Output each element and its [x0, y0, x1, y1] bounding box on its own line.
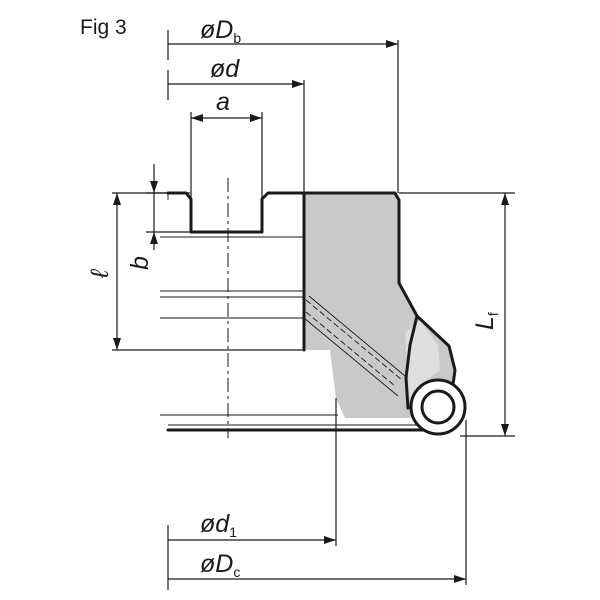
dim-d: ød [168, 55, 305, 193]
svg-text:ℓ: ℓ [86, 269, 114, 279]
dim-Db: øDb [168, 16, 399, 193]
svg-text:ød: ød [210, 55, 240, 83]
cutter-body [304, 193, 455, 418]
dim-l: ℓ [86, 192, 304, 351]
svg-text:øDc: øDc [200, 550, 240, 580]
dim-b: b [126, 164, 190, 270]
svg-text:a: a [216, 88, 230, 116]
coolant-hole [303, 295, 406, 397]
dim-a: a [190, 88, 263, 199]
dim-Dc: øDc [168, 420, 467, 585]
dim-Lf: Lf [399, 192, 515, 437]
svg-text:Lf: Lf [471, 312, 501, 330]
svg-text:øDb: øDb [200, 16, 241, 46]
dim-d1: ød1 [168, 398, 337, 546]
svg-text:b: b [126, 256, 154, 270]
cutter-outline [166, 191, 457, 432]
figure-label: Fig 3 [80, 16, 127, 39]
bore-lines [160, 193, 338, 416]
insert-icon [409, 378, 467, 436]
svg-text:ød1: ød1 [200, 510, 237, 540]
